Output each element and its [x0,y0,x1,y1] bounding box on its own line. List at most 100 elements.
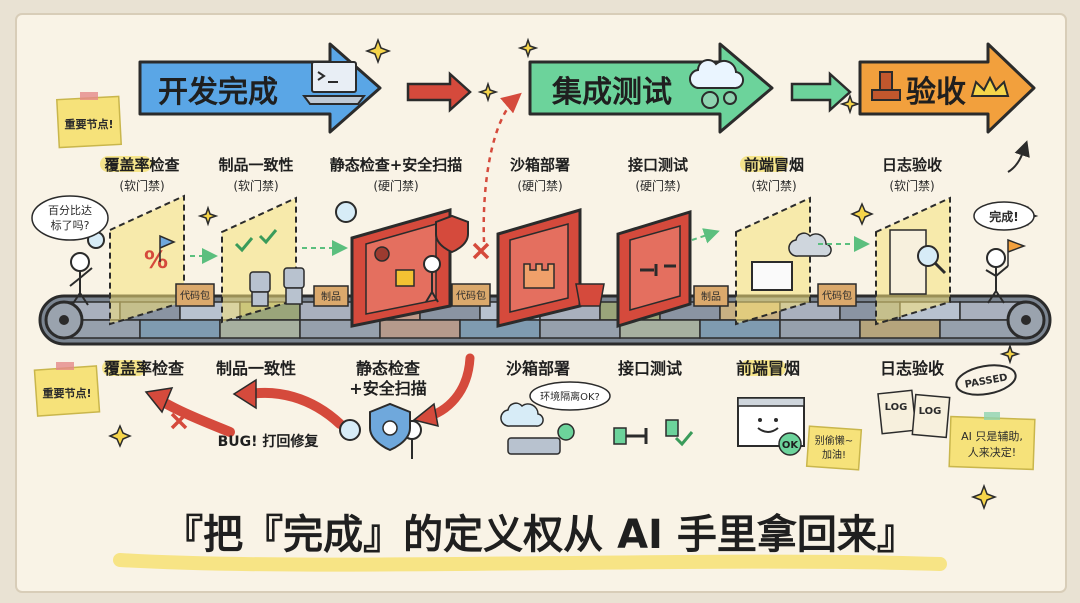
gate-type-api: (硬门禁) [635,178,680,193]
stage-label-dev: 开发完成 [158,75,278,110]
gate-coverage: % [109,194,185,326]
bucket-icon [575,283,605,307]
crown-icon [970,75,1010,97]
bottom-label-sandbox: 沙箱部署 [506,359,570,378]
gate-static [350,208,452,328]
percent-icon: % [144,246,168,274]
arrow-test-to-accept [790,71,852,113]
gate-types: (软门禁) (软门禁) (硬门禁) (硬门禁) (硬门禁) (软门禁) (软门禁… [119,178,934,193]
ai-note-line2: 人来决定! [968,445,1016,459]
highlight-frontend-bottom [740,360,786,376]
sticky-note-bottom-text: 重要节点! [42,386,91,400]
bottom-label-artifact: 制品一致性 [216,359,296,378]
scroll-icon [889,229,927,295]
gate-frontend [735,196,832,326]
log-label-2: LOG [919,406,942,417]
sticky-note-ai: AI 只是辅助, 人来决定! [948,412,1036,471]
gate-title-frontend: 前端冒烟 [744,156,804,174]
server-icon [507,437,561,455]
headline: 『把『完成』的定义权从 AI 手里拿回来』 [163,512,917,558]
stamp-icon [871,71,901,101]
done-flag-icon [1007,238,1027,266]
box-code-3: 代码包 [822,289,852,302]
belt-boxes: 代码包 制品 代码包 制品 代码包 [175,283,857,307]
dotted-return-arrow [482,92,522,243]
gate-type-coverage: (软门禁) [119,178,164,193]
bottom-label-static-1: 静态检查 [356,359,420,378]
cloud-gear-icon [689,59,745,109]
log-files-illustration: LOG LOG [877,389,951,439]
bottom-label-api: 接口测试 [618,359,682,378]
gate-type-sandbox: (硬门禁) [517,178,562,193]
browser-illustration: OK [737,397,805,456]
cloud-upload-icon [500,402,544,427]
bottom-label-static-2: +安全扫描 [349,379,426,398]
bubble-coverage-line2: 标了吗? [51,218,90,232]
bottom-label-log: 日志验收 [880,359,944,378]
headline-underline [113,553,947,572]
bottom-label-coverage: 覆盖率检查 [103,359,184,378]
gate-type-frontend: (软门禁) [751,178,796,193]
smoke-cloud-icon [788,232,832,257]
sticky-note-top-text: 重要节点! [64,117,113,131]
stage-arrow-test: 集成测试 [528,42,774,134]
arrow-dev-to-test [406,71,472,113]
box-artifact-1: 制品 [321,290,341,303]
check-icon [234,229,278,253]
stage-arrow-accept: 验收 [858,42,1036,134]
gate-sandbox [496,207,582,328]
castle-icon [523,263,555,289]
sticky-note-top: 重要节点! [55,92,123,149]
flag-icon [159,234,176,262]
flow-arrows [190,228,870,264]
shield-top-icon [435,214,469,254]
sticky-note-lazy: 别偷懒~ 加油! [805,425,863,471]
gear-icon [374,246,390,262]
robot-icons [249,267,305,307]
gate-title-artifact: 制品一致性 [218,156,293,174]
gate-type-static: (硬门禁) [373,178,418,193]
ai-note-line1: AI 只是辅助, [961,429,1023,443]
magnifier-static-icon [335,201,357,223]
gate-title-api: 接口测试 [628,156,688,174]
bug-return-arrows [144,353,475,437]
box-code-2: 代码包 [456,289,486,302]
gate-bottom-labels: 覆盖率检查 制品一致性 静态检查 +安全扫描 沙箱部署 接口测试 前端冒烟 日志… [102,359,944,398]
sandbox-illustration: 环境隔离OK? [500,381,611,455]
stage-label-accept: 验收 [906,75,966,110]
highlight-coverage [100,156,152,172]
gate-log [875,196,951,326]
laptop-icon [302,61,366,105]
box-code-1: 代码包 [180,289,210,302]
magnifier-icon [917,245,939,267]
lock-icon [395,269,415,287]
lazy-line1: 别偷懒~ [815,434,853,447]
bug-label: BUG! 打回修复 [218,433,320,450]
bottom-label-frontend: 前端冒烟 [736,359,800,378]
box-artifact-2: 制品 [701,290,721,303]
stage-label-test: 集成测试 [551,75,672,110]
reject-x-icon [472,242,490,260]
sticky-note-bottom: 重要节点! [33,362,101,417]
highlight-frontend [740,156,788,172]
gate-title-coverage: 覆盖率检查 [104,156,180,174]
check-small-icon [674,431,694,447]
gate-title-static: 静态检查+安全扫描 [330,156,463,174]
gate-titles: 覆盖率检查 制品一致性 静态检查+安全扫描 沙箱部署 接口测试 前端冒烟 日志验… [100,156,942,174]
log-label-1: LOG [885,402,908,413]
gate-api [616,209,692,329]
gate-type-log: (软门禁) [889,178,934,193]
stage-arrow-dev: 开发完成 [138,42,382,134]
plugs-illustration [613,419,694,447]
bubble-coverage: 百分比达 标了吗? [31,195,109,241]
lazy-line2: 加油! [822,448,846,461]
monitor-icon [751,261,793,291]
gate-title-log: 日志验收 [882,156,942,174]
plug-icon [640,264,676,276]
shield-skull-icon [339,402,411,452]
ok-badge-text: OK [782,440,800,451]
swirl-arrow [1007,140,1030,173]
bubble-coverage-line1: 百分比达 [48,204,92,217]
